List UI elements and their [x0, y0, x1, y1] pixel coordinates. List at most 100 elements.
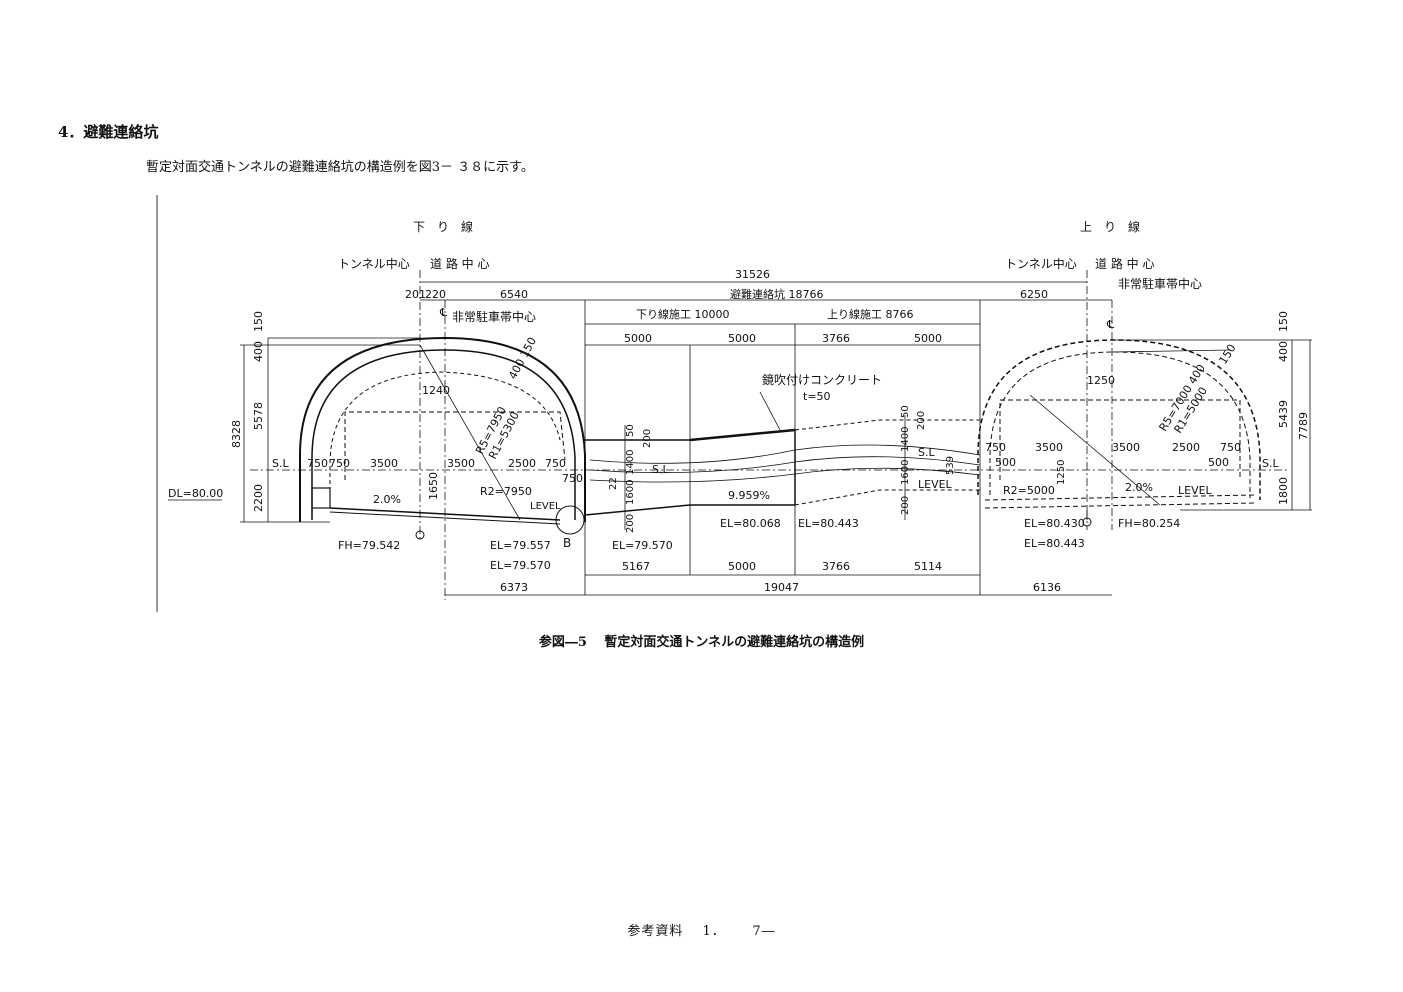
figure-caption: 参図―5 暫定対面交通トンネルの避難連絡坑の構造例 [538, 635, 865, 650]
r2-right: R2=5000 [1003, 484, 1055, 497]
right-tunnel-section [977, 339, 1261, 509]
dim-6250: 6250 [1020, 288, 1048, 301]
left-v400: 400 [252, 341, 265, 362]
el-80068: EL=80.068 [720, 517, 781, 530]
right-v400: 400 [1277, 341, 1290, 362]
dim-3766-top: 3766 [822, 332, 850, 345]
dim-5000-c: 5000 [914, 332, 942, 345]
up-line-label: 上 り 線 [1080, 219, 1140, 234]
d750-3: 750 [545, 457, 566, 470]
center-lines [250, 270, 1290, 600]
sl-right: S.L [1262, 457, 1279, 470]
r750-1: 750 [985, 441, 1006, 454]
left-tunnel-section [299, 336, 586, 525]
v50b: 50 [900, 405, 911, 418]
shotcrete-label: 鏡吹付けコンクリート [762, 372, 882, 387]
dimension-lines [168, 281, 1312, 596]
b5114: 5114 [914, 560, 942, 573]
el-80443-a: EL=80.443 [798, 517, 859, 530]
el-79570-a: EL=79.570 [490, 559, 551, 572]
b6136: 6136 [1033, 581, 1061, 594]
v1600b: 1600 [900, 460, 911, 485]
sl-mid: S.L [652, 463, 669, 476]
r500-1: 500 [995, 456, 1016, 469]
r3500-2: 3500 [1112, 441, 1140, 454]
v200a: 200 [642, 429, 653, 448]
v200d: 200 [900, 496, 911, 515]
lead-paragraph: 暫定対面交通トンネルの避難連絡坑の構造例を図3－ ３８に示す。 [146, 160, 534, 175]
left-v150: 150 [252, 311, 265, 332]
r3500-1: 3500 [1035, 441, 1063, 454]
grade-right: 2.0% [1125, 481, 1153, 494]
cl-symbol-left: ℄ [439, 306, 447, 319]
d750-1: 750 [307, 457, 328, 470]
d1650: 1650 [427, 472, 440, 500]
right-v5439: 5439 [1277, 400, 1290, 428]
r750-2: 750 [1220, 441, 1241, 454]
d3500-2: 3500 [447, 457, 475, 470]
r500-2: 500 [1208, 456, 1229, 469]
up-construction-dim: 上り線施工 8766 [827, 307, 914, 321]
escape-passage [584, 419, 981, 516]
r1250: 1250 [1087, 374, 1115, 387]
thickness-label: t=50 [803, 390, 831, 403]
slope: 9.959% [728, 489, 770, 502]
section-heading: 4．避難連絡坑 [58, 123, 159, 141]
fh-left: FH=79.542 [338, 539, 400, 552]
right-v7789: 7789 [1297, 412, 1310, 440]
v50: 50 [625, 424, 636, 437]
dim-5000-b: 5000 [728, 332, 756, 345]
level-left: LEVEL [530, 501, 561, 512]
dim-6540: 6540 [500, 288, 528, 301]
el-80430: EL=80.430 [1024, 517, 1085, 530]
d750-4: 750 [562, 472, 583, 485]
d2500-1: 2500 [508, 457, 536, 470]
left-v8328: 8328 [230, 420, 243, 448]
level-mid: LEVEL [918, 478, 953, 491]
v1400b: 1400 [900, 427, 911, 452]
tunnel-center-right-label: トンネル中心 [1005, 256, 1077, 271]
emergency-right-label: 非常駐車帯中心 [1118, 276, 1202, 291]
right-v150: 150 [1277, 311, 1290, 332]
v22: 22 [608, 477, 619, 490]
down-construction-dim: 下り線施工 10000 [636, 307, 730, 321]
b5167: 5167 [622, 560, 650, 573]
dim-5000-a: 5000 [624, 332, 652, 345]
v1400a: 1400 [625, 450, 636, 475]
mark-b: B [563, 536, 571, 550]
left-v5578: 5578 [252, 402, 265, 430]
datum-level: DL=80.00 [168, 487, 223, 500]
sl-left: S.L [272, 457, 289, 470]
el-79570-b: EL=79.570 [612, 539, 673, 552]
el-80443-b: EL=80.443 [1024, 537, 1085, 550]
d1240: 1240 [422, 384, 450, 397]
dim-201: 201 [405, 288, 426, 301]
sl-right-inner: S.L [918, 446, 935, 459]
cl-symbol-right: ℄ [1106, 318, 1114, 331]
level-right: LEVEL [1178, 484, 1213, 497]
detail-marks [415, 505, 1092, 540]
b3766: 3766 [822, 560, 850, 573]
v200c: 200 [916, 411, 927, 430]
r2500: 2500 [1172, 441, 1200, 454]
dim-220: 220 [425, 288, 446, 301]
v1600a: 1600 [625, 480, 636, 505]
b6373: 6373 [500, 581, 528, 594]
right-v1800: 1800 [1277, 477, 1290, 505]
emergency-left-label: 非常駐車帯中心 [452, 309, 536, 324]
road-center-right-label: 道 路 中 心 [1095, 256, 1154, 271]
down-line-label: 下 り 線 [413, 219, 473, 234]
left-v2200: 2200 [252, 484, 265, 512]
r150: 150 [1217, 342, 1239, 367]
road-center-left-label: 道 路 中 心 [430, 256, 489, 271]
el-79557: EL=79.557 [490, 539, 551, 552]
d3500-1: 3500 [370, 457, 398, 470]
v539: 539 [945, 456, 956, 475]
r1250b: 1250 [1056, 460, 1067, 485]
v200b: 200 [625, 514, 636, 533]
escape-shaft-dim: 避難連絡坑 18766 [730, 287, 824, 301]
b5000: 5000 [728, 560, 756, 573]
grade-left: 2.0% [373, 493, 401, 506]
b19047: 19047 [764, 581, 799, 594]
